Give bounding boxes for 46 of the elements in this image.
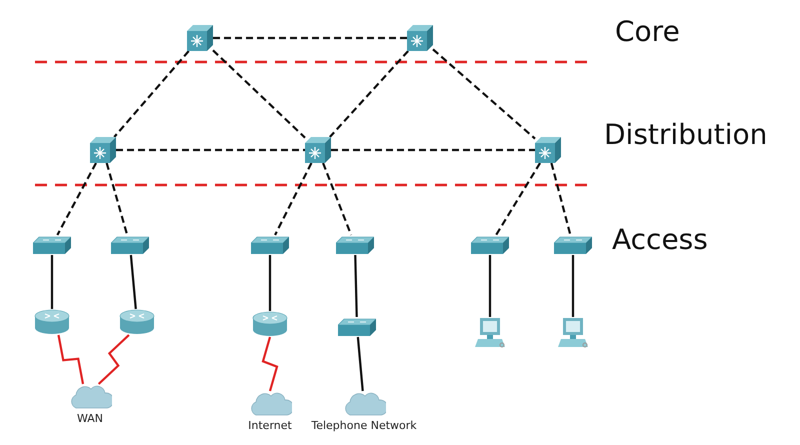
link-line: [572, 255, 574, 317]
layer-label: Core: [615, 16, 680, 48]
multilayer-switch-icon: [90, 137, 116, 163]
computer-icon: [558, 317, 588, 349]
link-line: [356, 336, 364, 392]
dashed-link-line: [213, 36, 407, 40]
layer-label: Distribution: [604, 119, 768, 151]
switch-icon: [338, 317, 376, 337]
router-icon: [119, 309, 155, 335]
cloud-label: Telephone Network: [311, 419, 417, 432]
router-icon: [34, 309, 70, 335]
switch-icon: [33, 235, 71, 255]
serial-link-line: [98, 334, 130, 385]
multilayer-switch-icon: [187, 25, 213, 51]
layer-label: Access: [612, 224, 708, 256]
link-line: [130, 254, 137, 310]
dashed-link-line: [331, 148, 535, 152]
dashed-link-line: [212, 50, 306, 138]
router-icon: [252, 311, 288, 337]
cloud-label: WAN: [76, 412, 104, 425]
multilayer-switch-icon: [407, 25, 433, 51]
serial-link-line: [262, 336, 278, 392]
multilayer-switch-icon: [305, 137, 331, 163]
dashed-link-line: [322, 162, 352, 236]
serial-link-line: [57, 334, 84, 384]
switch-icon: [251, 235, 289, 255]
dashed-link-line: [274, 162, 312, 236]
switch-icon: [471, 235, 509, 255]
dashed-link-line: [495, 162, 541, 236]
dashed-link-line: [56, 162, 97, 236]
dashed-link-line: [116, 148, 305, 152]
link-line: [488, 255, 492, 317]
dashed-link-line: [432, 48, 536, 140]
link-line: [50, 255, 54, 309]
dashed-link-line: [329, 50, 409, 138]
dashed-link-line: [106, 162, 128, 236]
switch-icon: [111, 235, 149, 255]
multilayer-switch-icon: [535, 137, 561, 163]
link-line: [268, 255, 272, 311]
link-line: [354, 254, 358, 318]
switch-icon: [336, 235, 374, 255]
dashed-link-line: [550, 162, 572, 236]
dashed-link-line: [113, 50, 190, 138]
switch-icon: [554, 235, 592, 255]
computer-icon: [475, 317, 505, 349]
cloud-label: Internet: [248, 419, 292, 432]
